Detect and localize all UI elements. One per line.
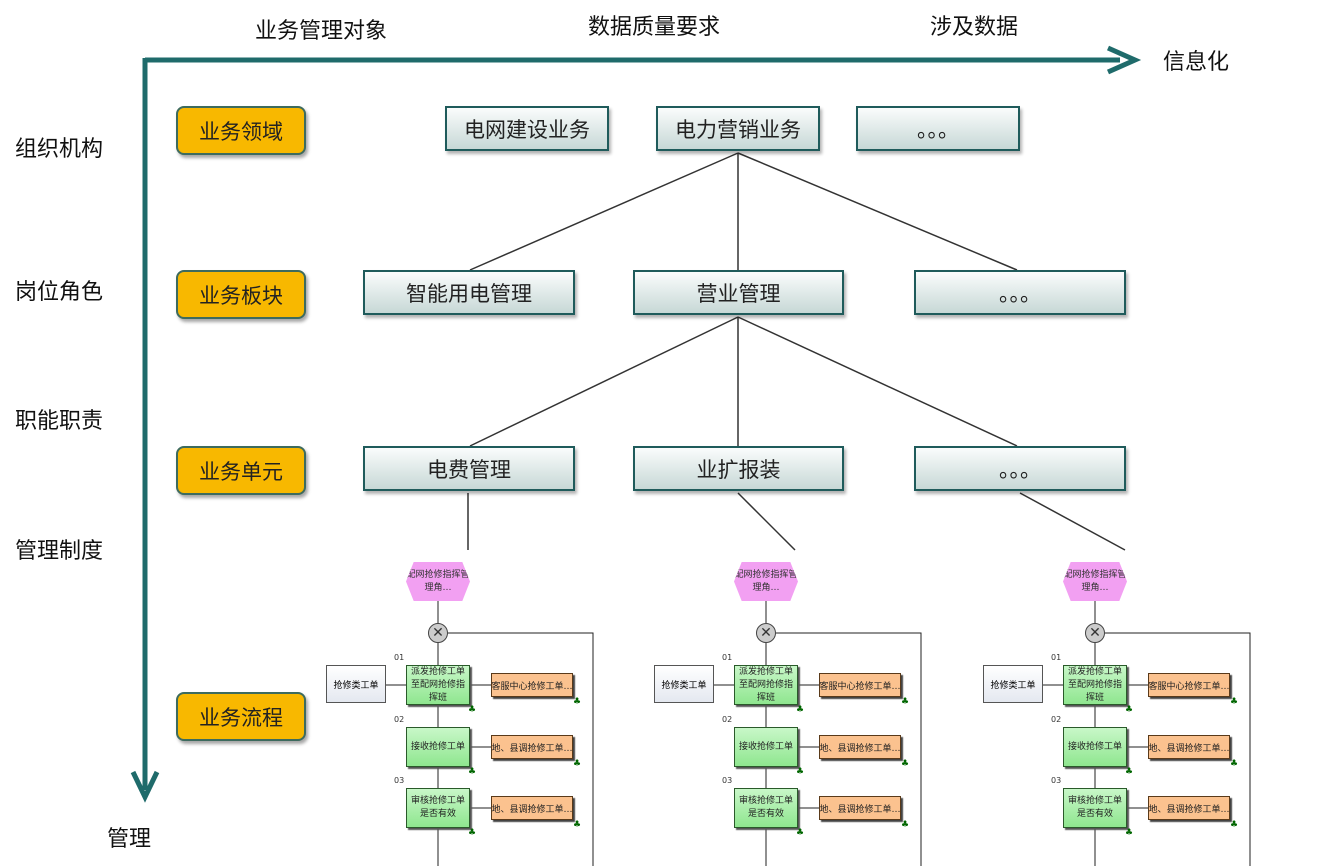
step-number: 03 [394, 776, 405, 785]
role-box: 地、县调抢修工单… [1148, 735, 1230, 759]
person-icon: ♣ [468, 705, 477, 715]
process-step: 接收抢修工单 [406, 727, 470, 767]
domain-box: 电力营销业务 [656, 106, 820, 151]
process-event: 配网抢修指挥管理角… [406, 562, 470, 601]
segment-box: 智能用电管理 [363, 270, 575, 315]
person-icon: ♣ [1230, 697, 1239, 707]
document-input: 抢修类工单 [654, 665, 714, 703]
person-icon: ♣ [1125, 705, 1134, 715]
y-axis-arrow [130, 770, 160, 803]
xor-gateway-icon: ✕ [428, 623, 448, 643]
axis-label-informatization: 信息化 [1163, 50, 1230, 75]
person-icon: ♣ [468, 767, 477, 777]
person-icon: ♣ [468, 828, 477, 838]
role-box: 客服中心抢修工单… [1148, 673, 1230, 697]
x-axis-arrow [1106, 45, 1142, 75]
role-box: 客服中心抢修工单… [491, 673, 573, 697]
person-icon: ♣ [901, 697, 910, 707]
role-box: 地、县调抢修工单… [491, 796, 573, 820]
process-event: 配网抢修指挥管理角… [1063, 562, 1127, 601]
process-step: 接收抢修工单 [1063, 727, 1127, 767]
step-number: 01 [394, 653, 405, 662]
domain-box: 电网建设业务 [445, 106, 609, 151]
unit-box: 。。。 [914, 446, 1126, 491]
person-icon: ♣ [573, 820, 582, 830]
person-icon: ♣ [1125, 767, 1134, 777]
side-label-organization: 组织机构 [15, 137, 104, 162]
side-label-role: 岗位角色 [15, 280, 104, 305]
person-icon: ♣ [573, 759, 582, 769]
step-number: 01 [722, 653, 733, 662]
person-icon: ♣ [901, 759, 910, 769]
step-number: 03 [1051, 776, 1062, 785]
step-number: 02 [1051, 715, 1062, 724]
role-box: 地、县调抢修工单… [1148, 796, 1230, 820]
role-box: 地、县调抢修工单… [819, 796, 901, 820]
level-business-segment: 业务板块 [176, 270, 306, 319]
process-event: 配网抢修指挥管理角… [734, 562, 798, 601]
process-step: 审核抢修工单是否有效 [734, 788, 798, 828]
step-number: 03 [722, 776, 733, 785]
person-icon: ♣ [796, 767, 805, 777]
xor-gateway-icon: ✕ [756, 623, 776, 643]
person-icon: ♣ [1230, 759, 1239, 769]
level-business-unit: 业务单元 [176, 446, 306, 495]
role-box: 地、县调抢修工单… [491, 735, 573, 759]
process-step: 派发抢修工单至配网抢修指挥班 [1063, 665, 1127, 705]
step-number: 02 [394, 715, 405, 724]
axis-label-data-involved: 涉及数据 [930, 15, 1019, 40]
person-icon: ♣ [796, 828, 805, 838]
unit-box: 业扩报装 [633, 446, 844, 491]
segment-box: 营业管理 [633, 270, 844, 315]
step-number: 01 [1051, 653, 1062, 662]
domain-box: 。。。 [856, 106, 1020, 151]
process-step: 接收抢修工单 [734, 727, 798, 767]
person-icon: ♣ [1125, 828, 1134, 838]
document-input: 抢修类工单 [326, 665, 386, 703]
process-step: 派发抢修工单至配网抢修指挥班 [734, 665, 798, 705]
role-box: 客服中心抢修工单… [819, 673, 901, 697]
axis-label-data-quality: 数据质量要求 [588, 15, 721, 40]
side-label-regulation: 管理制度 [15, 539, 104, 564]
process-step: 派发抢修工单至配网抢修指挥班 [406, 665, 470, 705]
person-icon: ♣ [573, 697, 582, 707]
process-step: 审核抢修工单是否有效 [1063, 788, 1127, 828]
person-icon: ♣ [1230, 820, 1239, 830]
level-business-process: 业务流程 [176, 692, 306, 741]
person-icon: ♣ [796, 705, 805, 715]
axis-label-management: 管理 [107, 827, 152, 852]
segment-box: 。。。 [914, 270, 1126, 315]
unit-box: 电费管理 [363, 446, 575, 491]
process-step: 审核抢修工单是否有效 [406, 788, 470, 828]
document-input: 抢修类工单 [983, 665, 1043, 703]
xor-gateway-icon: ✕ [1085, 623, 1105, 643]
level-business-domain: 业务领域 [176, 106, 306, 155]
side-label-duty: 职能职责 [15, 409, 104, 434]
axis-label-business-object: 业务管理对象 [255, 19, 388, 44]
person-icon: ♣ [901, 820, 910, 830]
role-box: 地、县调抢修工单… [819, 735, 901, 759]
step-number: 02 [722, 715, 733, 724]
